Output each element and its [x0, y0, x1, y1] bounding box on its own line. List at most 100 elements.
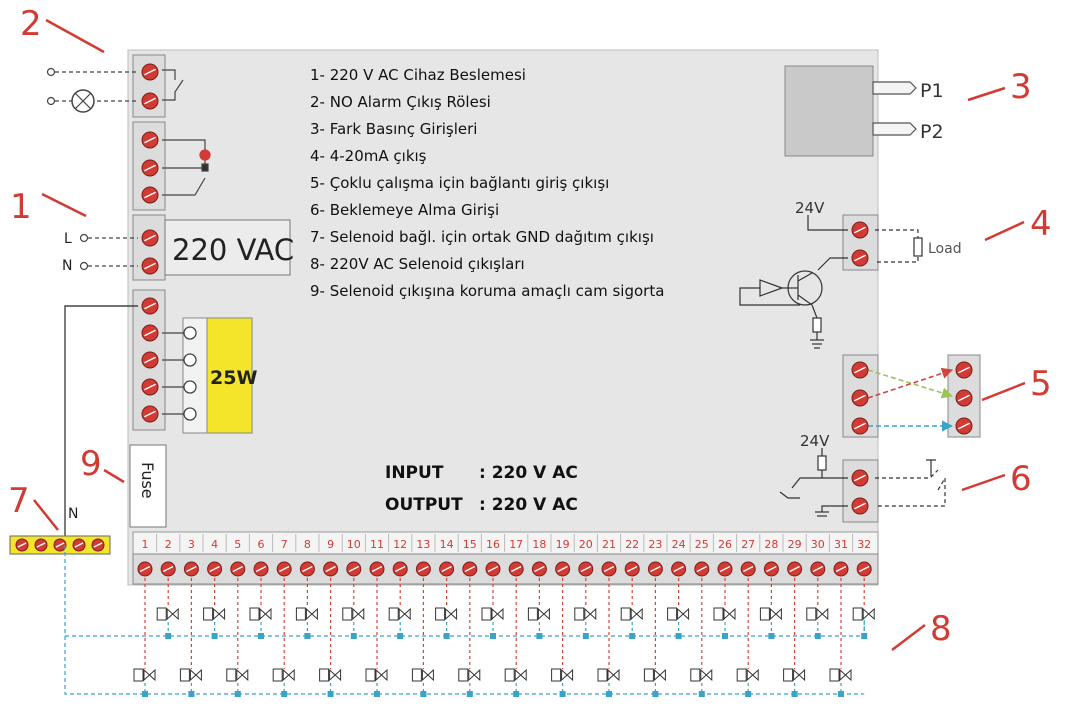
selenoid-valve-icon: [365, 668, 388, 697]
terminal-number: 15: [463, 538, 477, 551]
callout-number-4: 4: [1030, 204, 1052, 244]
terminal-number: 4: [211, 538, 218, 551]
terminal-number: 1: [142, 538, 149, 551]
selenoid-valve-icon: [458, 668, 481, 697]
terminal-number: 3: [188, 538, 195, 551]
terminal-number: 25: [695, 538, 709, 551]
selenoid-valves: [133, 607, 875, 697]
terminal-screw: [851, 389, 869, 407]
selenoid-valve-icon: [829, 668, 852, 697]
callout-number-1: 1: [10, 187, 32, 227]
selenoid-valve-icon: [249, 607, 272, 639]
terminal-screw: [851, 497, 869, 515]
terminal-screw: [851, 469, 869, 487]
selenoid-valve-icon: [295, 607, 318, 639]
analog-circuit: [739, 215, 923, 349]
terminal-number: 23: [648, 538, 662, 551]
output-key: OUTPUT: [385, 495, 463, 515]
terminal-screw: [15, 538, 29, 552]
terminal-number: 7: [281, 538, 288, 551]
terminal-screw: [299, 561, 315, 577]
pressure-sensor-box: [784, 65, 874, 157]
terminal-number: 13: [416, 538, 430, 551]
neutral-label: N: [62, 258, 72, 274]
legend-item-3: 3- Fark Basınç Girişleri: [310, 120, 477, 138]
terminal-screw: [276, 561, 292, 577]
terminal-screw: [141, 92, 159, 110]
terminal-screw: [160, 561, 176, 577]
output-value: : 220 V AC: [479, 495, 578, 515]
terminal-screw: [91, 538, 105, 552]
terminal-screw: [578, 561, 594, 577]
terminal-screw: [253, 561, 269, 577]
callout-number-7: 7: [8, 481, 30, 521]
terminal-screw: [851, 249, 869, 267]
terminal-screw: [694, 561, 710, 577]
selenoid-valve-icon: [226, 668, 249, 697]
relay-wiring: [46, 67, 184, 113]
terminal-screw: [369, 561, 385, 577]
terminal-screw: [851, 361, 869, 379]
legend-item-1: 1- 220 V AC Cihaz Beslemesi: [310, 66, 526, 84]
terminal-screw: [787, 561, 803, 577]
terminal-screw: [34, 538, 48, 552]
selenoid-valve-icon: [597, 668, 620, 697]
selenoid-valve-icon: [411, 668, 434, 697]
terminal-number: 19: [556, 538, 570, 551]
terminal-number: 6: [258, 538, 265, 551]
terminal-number: 20: [579, 538, 593, 551]
neutral-bus-upper: [65, 620, 865, 637]
terminal-screw: [183, 561, 199, 577]
terminal-screw: [141, 257, 159, 275]
terminal-screw: [141, 324, 159, 342]
selenoid-valve-icon: [527, 607, 550, 639]
selenoid-valve-icon: [574, 607, 597, 639]
terminal-screw: [141, 405, 159, 423]
callout-number-6: 6: [1010, 459, 1032, 499]
terminal-number: 14: [440, 538, 454, 551]
callouts: 1 2 3 4 5 6 7 8 9: [8, 4, 1052, 649]
terminal-screw: [141, 351, 159, 369]
port-p2-label: P2: [920, 121, 944, 143]
selenoid-internal-wires: [162, 332, 184, 415]
live-label: L: [64, 231, 72, 247]
legend-item-9: 9- Selenoid çıkışına koruma amaçlı cam s…: [310, 282, 664, 300]
selenoid-valve-icon: [759, 607, 782, 639]
selenoid-valve-icon: [643, 668, 666, 697]
terminal-screw: [508, 561, 524, 577]
terminal-screw: [485, 561, 501, 577]
terminal-number: 31: [834, 538, 848, 551]
selenoid-valve-icon: [272, 668, 295, 697]
selenoid-valve-icon: [713, 607, 736, 639]
selenoid-valve-icon: [179, 668, 202, 697]
neutral-bus-lower: [64, 545, 865, 695]
callout-number-8: 8: [930, 609, 952, 649]
vac-label: 220 VAC: [172, 233, 294, 267]
power-wiring: [79, 233, 138, 271]
terminal-number: 32: [857, 538, 871, 551]
terminal-screw: [763, 561, 779, 577]
side-terminal-screws: [141, 63, 973, 515]
terminal-number: 18: [532, 538, 546, 551]
terminal-screw: [137, 561, 153, 577]
terminal-screw: [955, 417, 973, 435]
selenoid-valve-icon: [852, 607, 875, 639]
terminal-screw: [624, 561, 640, 577]
terminal-screw: [833, 561, 849, 577]
selenoid-valve-icon: [504, 668, 527, 697]
terminal-screw: [851, 417, 869, 435]
terminal-number: 24: [672, 538, 686, 551]
input-key: INPUT: [385, 463, 444, 483]
terminal-number: 17: [509, 538, 523, 551]
selenoid-valve-wiring: [64, 545, 865, 695]
terminal-screw: [717, 561, 733, 577]
fuse: [129, 444, 167, 528]
terminal-screw: [856, 561, 872, 577]
terminal-screw: [53, 538, 67, 552]
terminal-screw: [531, 561, 547, 577]
selenoid-valve-icon: [319, 668, 342, 697]
terminal-number: 26: [718, 538, 732, 551]
selenoid-valve-icon: [551, 668, 574, 697]
